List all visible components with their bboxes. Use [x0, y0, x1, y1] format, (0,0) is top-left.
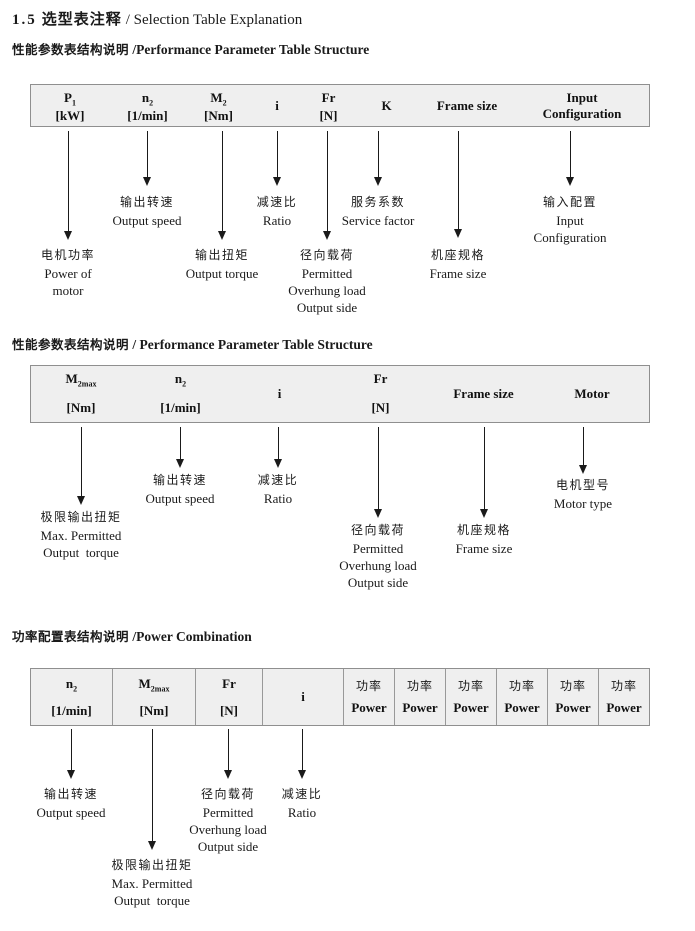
table1-col-m2: M2 [Nm]	[204, 90, 233, 123]
table3-col-power-3: 功率 Power	[446, 669, 497, 725]
section3-heading-cn: 功率配置表结构说明	[12, 629, 130, 644]
arrow-down-icon	[274, 427, 282, 468]
arrow-down-icon	[273, 131, 281, 186]
performance-table-2: M2max [Nm] n2 [1/min] i Fr [N] Frame siz…	[30, 365, 650, 423]
arrow-down-icon	[67, 729, 75, 779]
table3-col-power-4: 功率 Power	[497, 669, 548, 725]
arrow-down-icon	[374, 427, 382, 518]
section1-heading: 性能参数表结构说明 /Performance Parameter Table S…	[12, 39, 369, 59]
table1-col-fr: Fr [N]	[319, 90, 338, 123]
annotation-overhung-load: 径向载荷 Permitted Overhung load Output side	[339, 523, 417, 590]
section2-heading-cn: 性能参数表结构说明	[12, 337, 130, 352]
table3-col-power-1: 功率 Power	[344, 669, 395, 725]
table2-col-n2: n2 [1/min]	[160, 371, 201, 415]
arrow-down-icon	[64, 131, 72, 240]
arrow-down-icon	[176, 427, 184, 468]
section2-heading: 性能参数表结构说明 / Performance Parameter Table …	[12, 334, 373, 354]
arrow-down-icon	[77, 427, 85, 505]
annotation-input-configuration: 输入配置 Input Configuration	[533, 195, 607, 245]
table1-col-input-configuration: Input Configuration	[542, 90, 622, 121]
annotation-overhung-load: 径向载荷 Permitted Overhung load Output side	[288, 248, 366, 315]
arrow-down-icon	[566, 131, 574, 186]
table2-col-frame-size: Frame size	[453, 386, 514, 401]
annotation-motor-type: 电机型号 Motor type	[553, 478, 613, 511]
page-title-en: / Selection Table Explanation	[125, 12, 303, 28]
section3-heading: 功率配置表结构说明 /Power Combination	[12, 626, 252, 646]
annotation-service-factor: 服务系数 Service factor	[341, 195, 415, 228]
arrow-down-icon	[480, 427, 488, 518]
table3-col-power-6: 功率 Power	[606, 679, 642, 715]
table3-col-i: i	[263, 669, 344, 725]
annotation-frame-size: 机座规格 Frame size	[455, 523, 513, 556]
annotation-ratio: 减速比 Ratio	[256, 195, 298, 228]
annotation-max-permitted-output-torque: 极限输出扭矩 Max. Permitted Output torque	[40, 510, 122, 560]
annotation-power-of-motor: 电机功率 Power of motor	[40, 248, 96, 298]
table3-col-power-5: 功率 Power	[548, 669, 599, 725]
table2-col-fr: Fr [N]	[371, 371, 390, 415]
arrow-down-icon	[224, 729, 232, 779]
table3-col-m2max: M2max [Nm]	[113, 669, 196, 725]
section-number: 1.5	[12, 12, 37, 28]
page-title-cn: 选型表注释	[41, 10, 122, 28]
table1-col-frame-size: Frame size	[436, 97, 498, 113]
annotation-ratio: 减速比 Ratio	[257, 473, 299, 506]
section2-heading-en: / Performance Parameter Table Structure	[129, 337, 373, 352]
annotation-output-speed: 输出转速 Output speed	[145, 473, 215, 506]
arrow-down-icon	[374, 131, 382, 186]
arrow-down-icon	[148, 729, 156, 850]
table3-col-fr: Fr [N]	[196, 669, 263, 725]
annotation-frame-size: 机座规格 Frame size	[429, 248, 487, 281]
section3-heading-en: /Power Combination	[129, 629, 252, 644]
table3-col-power-2: 功率 Power	[395, 669, 446, 725]
performance-table-1: P1 [kW] n2 [1/min] M2 [Nm] i Fr [N] K Fr…	[30, 84, 650, 127]
table1-col-k: K	[381, 97, 392, 113]
table2-col-i: i	[277, 386, 282, 401]
annotation-overhung-load: 径向载荷 Permitted Overhung load Output side	[189, 787, 267, 854]
annotation-output-speed: 输出转速 Output speed	[36, 787, 106, 820]
arrow-down-icon	[298, 729, 306, 779]
arrow-down-icon	[143, 131, 151, 186]
arrow-down-icon	[454, 131, 462, 238]
power-combination-table: n2 [1/min] M2max [Nm] Fr [N] i 功率 Power …	[30, 668, 650, 726]
arrow-down-icon	[218, 131, 226, 240]
annotation-output-speed: 输出转速 Output speed	[112, 195, 182, 228]
annotation-ratio: 减速比 Ratio	[281, 787, 323, 820]
section1-heading-cn: 性能参数表结构说明	[12, 42, 130, 57]
annotation-output-torque: 输出扭矩 Output torque	[185, 248, 259, 281]
table1-col-n2: n2 [1/min]	[127, 90, 168, 123]
table2-col-motor: Motor	[574, 386, 610, 401]
table2-col-m2max: M2max [Nm]	[65, 371, 97, 415]
section1-heading-en: /Performance Parameter Table Structure	[129, 42, 370, 57]
table3-col-n2: n2 [1/min]	[31, 669, 113, 725]
table1-col-i: i	[275, 97, 279, 113]
arrow-down-icon	[579, 427, 587, 474]
arrow-down-icon	[323, 131, 331, 240]
table1-col-p1: P1 [kW]	[55, 90, 85, 123]
annotation-max-permitted-output-torque: 极限输出扭矩 Max. Permitted Output torque	[111, 858, 193, 908]
